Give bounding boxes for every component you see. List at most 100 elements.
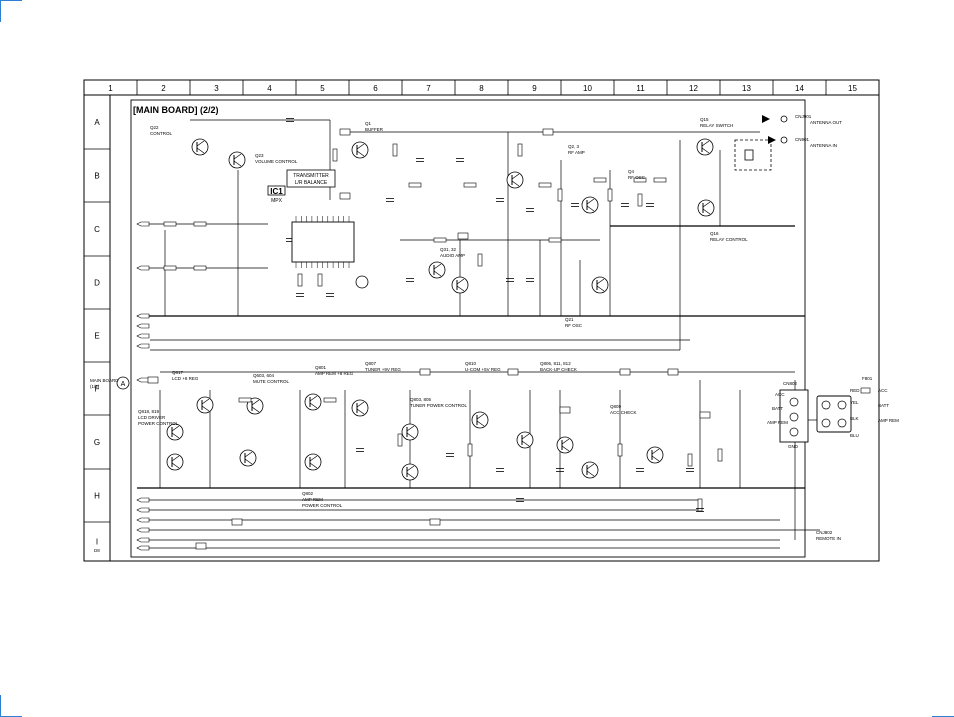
component-label: Q807: [365, 361, 377, 366]
transistor-symbol: [166, 453, 184, 471]
transistor-collector: [201, 398, 210, 405]
resistor: [548, 237, 562, 243]
terminal-tag: [136, 265, 150, 271]
transistor-emitter: [201, 405, 210, 412]
component-label: GND: [788, 444, 799, 449]
component-label: F801: [862, 376, 873, 381]
transistor-symbol: [191, 138, 209, 156]
resistor: [297, 273, 303, 287]
transistor-symbol: [304, 393, 322, 411]
transistor-collector: [456, 278, 465, 285]
resistor: [607, 188, 613, 202]
column-label: 15: [848, 84, 857, 93]
transistor-collector: [521, 433, 530, 440]
transistor-emitter: [586, 205, 595, 212]
transistor-symbol: [696, 138, 714, 156]
component-label: ANTENNA IN: [810, 143, 837, 148]
component-label: CN901: [795, 137, 810, 142]
block-transmitter: TRANSMITTER L/R BALANCE: [286, 169, 336, 188]
resistor: [433, 237, 447, 243]
component-label: TUNER +9V REG: [365, 367, 401, 372]
column-label: 2: [161, 84, 166, 93]
component-label: POWER CONTROL: [138, 421, 179, 426]
component-label: Q2, 3: [568, 144, 580, 149]
column-label: 14: [795, 84, 804, 93]
component-label: BATT: [878, 403, 889, 408]
column-label: 12: [689, 84, 698, 93]
column-label: 3: [214, 84, 219, 93]
board-ref-letter: A: [121, 381, 126, 388]
transistor-emitter: [171, 432, 180, 439]
component-label: Q806, 811, 812: [540, 361, 571, 366]
transistor-symbol: [196, 396, 214, 414]
transistor-symbol: [591, 276, 609, 294]
fuse-f801: [860, 387, 871, 394]
block-transmitter-sub: L/R BALANCE: [295, 180, 328, 186]
component-label: D8: [94, 548, 100, 553]
resistor: [193, 221, 207, 227]
transistor-symbol: [304, 453, 322, 471]
column-label: 9: [532, 84, 537, 93]
resistor: [517, 143, 523, 157]
column-label: 6: [373, 84, 378, 93]
resistor: [633, 177, 647, 183]
transistor-collector: [356, 143, 365, 150]
transistor-emitter: [171, 462, 180, 469]
transistor-emitter: [406, 432, 415, 439]
page-ref-tag: [147, 376, 159, 384]
transistor-symbol: [581, 461, 599, 479]
component-label: RF OSC: [628, 175, 646, 180]
column-label: 1: [108, 84, 113, 93]
component-label: MAIN BOARD: [90, 378, 119, 383]
resistor: [392, 143, 398, 157]
corner-mark: [0, 695, 1, 717]
resistor: [467, 443, 473, 457]
transistor-emitter: [651, 455, 660, 462]
page-ref-tag: [559, 406, 571, 414]
transistor-collector: [701, 140, 710, 147]
block-ic1: IC1 MPX: [267, 185, 286, 204]
component-label: Q802: [302, 491, 314, 496]
component-label: Q817: [172, 370, 184, 375]
component-label: RELAY SWITCH: [700, 123, 733, 128]
component-label: AMP REM: [767, 420, 788, 425]
transistor-emitter: [596, 285, 605, 292]
component-label: RELAY CONTROL: [710, 237, 748, 242]
component-label: Q16: [710, 231, 719, 236]
terminal-tag: [136, 517, 150, 523]
component-label: AMP REM +8 REG: [315, 371, 354, 376]
transistor-emitter: [309, 462, 318, 469]
block-transmitter-label: TRANSMITTER: [293, 173, 329, 179]
transistor-collector: [702, 201, 711, 208]
row-label: C: [94, 225, 100, 234]
row-label: E: [94, 332, 99, 341]
resistor: [238, 397, 252, 403]
transistor-emitter: [701, 147, 710, 154]
terminal-tag: [136, 497, 150, 503]
resistor: [397, 433, 403, 447]
transistor-symbol: [451, 276, 469, 294]
component-label: Q809: [610, 404, 622, 409]
component-label: Q31, 32: [440, 247, 457, 252]
transistor-emitter: [476, 420, 485, 427]
column-label: 11: [636, 84, 645, 93]
transistor-symbol: [581, 196, 599, 214]
terminal-tag: [136, 545, 150, 551]
components-layer: A: [116, 115, 871, 551]
component-label: TUNER POWER CONTROL: [410, 403, 467, 408]
transistor-collector: [251, 399, 260, 406]
transistor-symbol: [428, 261, 446, 279]
transistor-symbol: [401, 423, 419, 441]
component-label: AUDIO AMP: [440, 253, 465, 258]
transistor-collector: [511, 173, 520, 180]
component-label: ANTENNA OUT: [810, 120, 842, 125]
component-label: POWER CONTROL: [302, 503, 343, 508]
resistor: [408, 182, 422, 188]
resistor: [593, 177, 607, 183]
block-ic1-sub: MPX: [271, 198, 283, 204]
row-label: I: [96, 538, 98, 547]
component-label: Q21: [565, 317, 574, 322]
transistor-symbol: [471, 411, 489, 429]
component-label: CONTROL: [150, 131, 172, 136]
transistor-collector: [586, 198, 595, 205]
